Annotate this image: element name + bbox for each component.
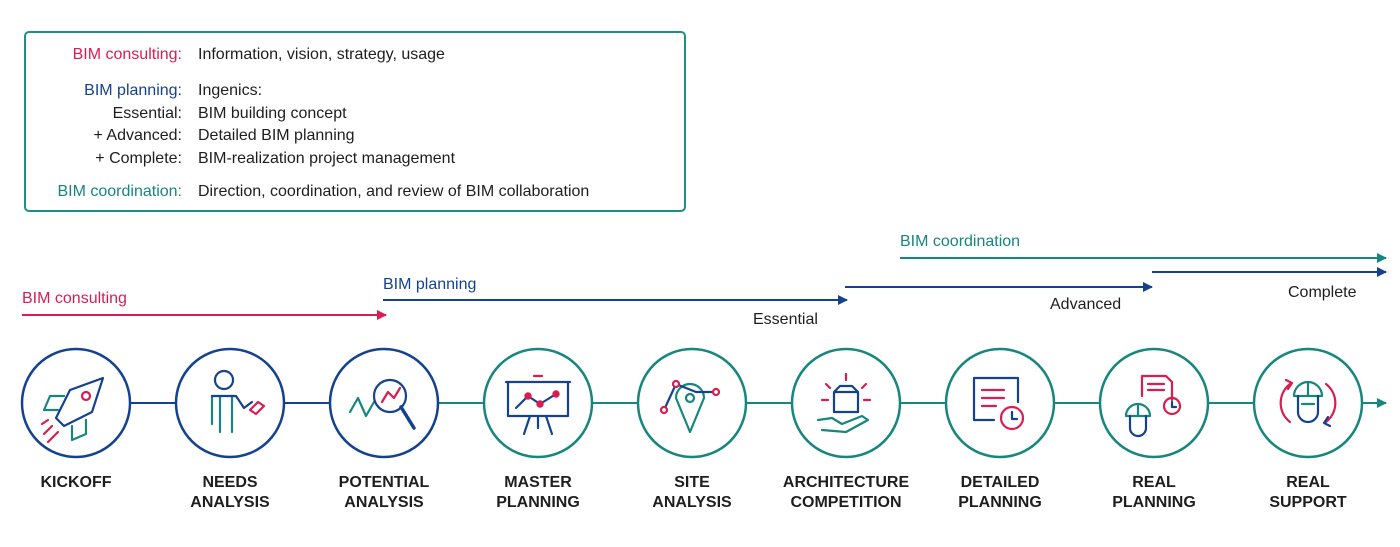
step-label-kickoff: KICKOFF <box>40 474 112 491</box>
legend-key-planning: BIM planning: <box>84 82 182 99</box>
legend-value-coordination: Direction, coordination, and review of B… <box>198 183 590 200</box>
rocket-icon <box>40 376 105 444</box>
phase-label-complete: Complete <box>1288 284 1357 301</box>
legend-box <box>24 31 686 212</box>
phase-label-planning: BIM planning <box>383 276 477 293</box>
presentation-board-icon <box>504 374 572 436</box>
legend-key-complete: + Complete: <box>95 150 182 167</box>
legend-key-essential: Essential: <box>112 105 182 122</box>
map-pin-icon <box>659 379 721 434</box>
legend-key-coordination: BIM coordination: <box>57 183 182 200</box>
legend-value-planning: Ingenics: <box>198 82 263 99</box>
person-presenting-icon <box>210 369 266 434</box>
worker-document-icon <box>1124 374 1182 438</box>
phase-label-essential: Essential <box>753 311 818 328</box>
legend-value-essential: BIM building concept <box>198 105 347 122</box>
legend-key-consulting: BIM consulting: <box>72 46 182 63</box>
step-circles <box>20 347 1364 459</box>
worker-support-icon <box>1279 378 1337 428</box>
magnifier-chart-icon <box>348 378 416 430</box>
phase-label-advanced: Advanced <box>1050 296 1122 313</box>
legend-value-consulting: Information, vision, strategy, usage <box>198 46 445 63</box>
phase-label-consulting: BIM consulting <box>22 290 127 307</box>
document-clock-icon <box>972 376 1025 431</box>
legend-value-advanced: Detailed BIM planning <box>198 127 355 144</box>
legend-value-complete: BIM-realization project management <box>198 150 456 167</box>
hand-box-icon <box>816 372 872 434</box>
phase-label-coordination: BIM coordination <box>900 233 1021 250</box>
legend-key-advanced: + Advanced: <box>93 127 182 144</box>
